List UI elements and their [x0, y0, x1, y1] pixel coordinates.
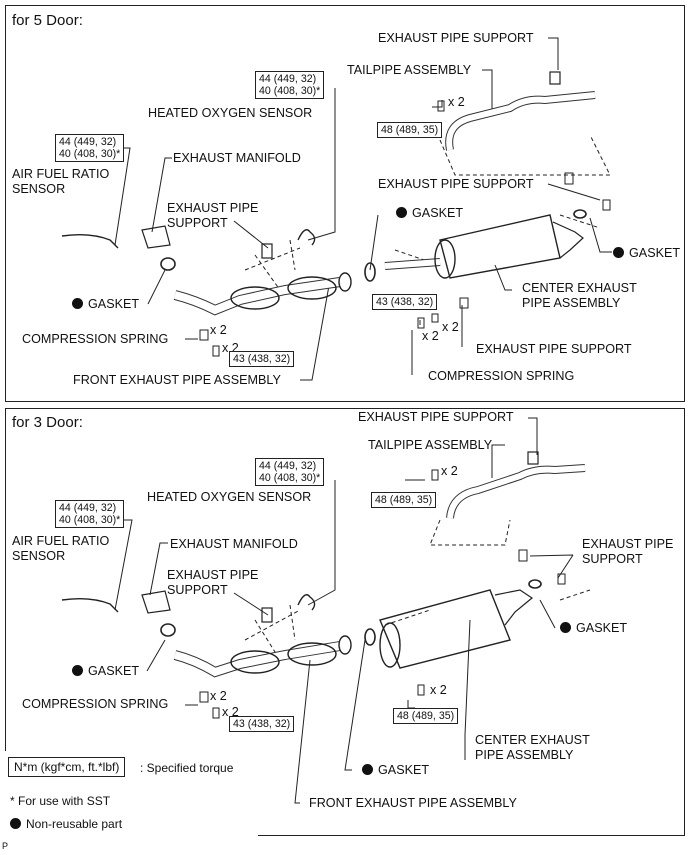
muffler-shape-3door	[379, 589, 511, 669]
leader-line	[369, 214, 379, 271]
torque-desc-legend: : Specified torque	[140, 761, 234, 775]
tailpipe-torque: 48 (489, 35)	[377, 122, 443, 138]
heated-oxygen-sensor-label: HEATED OXYGEN SENSOR	[147, 490, 312, 504]
air-fuel-ratio-sensor-label: AIR FUEL RATIO SENSOR	[12, 534, 110, 563]
center-exhaust-pipe-assembly-label: CENTER EXHAUST PIPE ASSEMBLY	[522, 281, 637, 310]
footer-code: P	[2, 841, 9, 851]
leader-line	[482, 69, 493, 112]
five-door-panel	[5, 5, 685, 402]
gasket-center-label: GASKET	[396, 206, 463, 221]
gasket-right-label: GASKET	[613, 246, 680, 261]
exhaust-pipe-support-mid-label: EXHAUST PIPE SUPPORT	[378, 177, 534, 191]
exhaust-pipe-support-bottom-label: EXHAUST PIPE SUPPORT	[476, 342, 632, 356]
gasket-left-label: GASKET	[72, 664, 139, 679]
leader-line	[114, 147, 131, 246]
leader-line	[547, 183, 601, 201]
front-torque: 43 (438, 32)	[229, 351, 295, 367]
non-reusable-dot-icon	[10, 818, 21, 829]
front-exhaust-pipe-assembly-label: FRONT EXHAUST PIPE ASSEMBLY	[73, 373, 281, 387]
front-torque: 43 (438, 32)	[229, 716, 295, 732]
sst-note-legend: * For use with SST	[10, 794, 111, 808]
non-reusable-dot-icon	[362, 764, 373, 775]
af-sensor-torque: 44 (449, 32) 40 (408, 30)*	[55, 134, 125, 162]
gasket-bottom-label: GASKET	[362, 763, 429, 778]
exhaust-pipe-support-left-label: EXHAUST PIPE SUPPORT	[167, 568, 259, 597]
front-qty-a: x 2	[210, 689, 227, 703]
oxygen-sensor-torque: 44 (449, 32) 40 (408, 30)*	[255, 458, 325, 486]
air-fuel-ratio-sensor-label: AIR FUEL RATIO SENSOR	[12, 167, 110, 196]
non-reusable-dot-icon	[613, 247, 624, 258]
tailpipe-torque: 48 (489, 35)	[371, 492, 437, 508]
center-qty-a: x 2	[442, 320, 459, 334]
non-reusable-legend: Non-reusable part	[10, 817, 122, 831]
center-torque: 48 (489, 35)	[393, 708, 459, 724]
exhaust-manifold-label: EXHAUST MANIFOLD	[173, 151, 301, 165]
leader-line	[494, 264, 512, 291]
tailpipe-bolt-qty: x 2	[448, 95, 465, 109]
tailpipe-assembly-label: TAILPIPE ASSEMBLY	[368, 438, 493, 452]
exhaust-pipe-support-left-label: EXHAUST PIPE SUPPORT	[167, 201, 259, 230]
non-reusable-dot-icon	[560, 622, 571, 633]
leader-line	[589, 217, 612, 253]
non-reusable-dot-icon	[72, 665, 83, 676]
oxygen-sensor-torque: 44 (449, 32) 40 (408, 30)*	[255, 71, 325, 99]
gasket-left-label: GASKET	[72, 297, 139, 312]
compression-spring-left-label: COMPRESSION SPRING	[22, 332, 169, 346]
heated-oxygen-sensor-label: HEATED OXYGEN SENSOR	[148, 106, 313, 120]
center-exhaust-pipe-assembly-label: CENTER EXHAUST PIPE ASSEMBLY	[475, 733, 590, 762]
leader-line	[147, 269, 166, 305]
three-door-title: for 3 Door:	[12, 414, 83, 431]
tailpipe-assembly-label: TAILPIPE ASSEMBLY	[347, 63, 472, 77]
legend-cover	[0, 751, 258, 855]
non-reusable-dot-icon	[72, 298, 83, 309]
torque-unit-legend: N*m (kgf*cm, ft.*lbf)	[8, 757, 126, 777]
exhaust-pipe-support-right-label: EXHAUST PIPE SUPPORT	[582, 537, 674, 566]
exhaust-pipe-support-label: EXHAUST PIPE SUPPORT	[358, 410, 514, 424]
af-sensor-torque: 44 (449, 32) 40 (408, 30)*	[55, 500, 125, 528]
front-qty-a: x 2	[210, 323, 227, 337]
center-qty: x 2	[430, 683, 447, 697]
front-exhaust-pipe-assembly-label: FRONT EXHAUST PIPE ASSEMBLY	[309, 796, 517, 810]
leader-line	[151, 157, 172, 233]
compression-spring-label: COMPRESSION SPRING	[22, 697, 169, 711]
muffler-shape	[439, 214, 561, 279]
five-door-title: for 5 Door:	[12, 12, 83, 29]
center-qty-b: x 2	[422, 329, 439, 343]
compression-spring-right-label: COMPRESSION SPRING	[428, 369, 575, 383]
leader-line	[432, 100, 443, 108]
leader-line	[300, 279, 331, 381]
tailpipe-bolt-qty: x 2	[441, 464, 458, 478]
exhaust-manifold-label: EXHAUST MANIFOLD	[170, 537, 298, 551]
leader-line	[307, 88, 336, 241]
leader-line	[548, 37, 559, 70]
center-torque: 43 (438, 32)	[372, 294, 438, 310]
gasket-right-label: GASKET	[560, 621, 627, 636]
non-reusable-dot-icon	[396, 207, 407, 218]
front-qty-b: x 2	[222, 705, 239, 719]
exhaust-pipe-support-label: EXHAUST PIPE SUPPORT	[378, 31, 534, 45]
